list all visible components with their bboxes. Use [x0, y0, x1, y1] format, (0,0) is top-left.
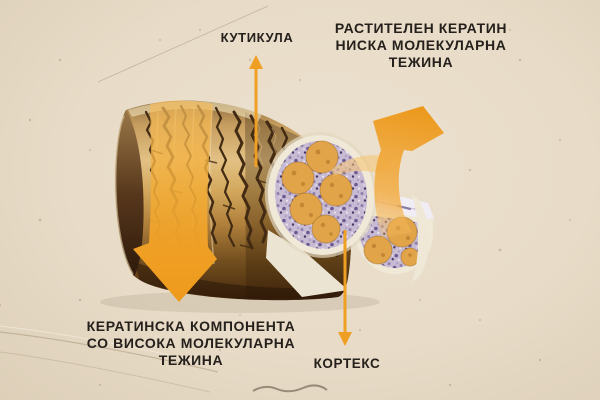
cuticle-curl-right — [412, 195, 429, 282]
label-plant-keratin: РАСТИТЕЛЕН КЕРАТИН НИСКА МОЛЕКУЛАРНА ТЕЖ… — [335, 20, 507, 71]
label-plant-keratin-line2: НИСКА МОЛЕКУЛАРНА — [335, 37, 507, 53]
arrow-up-plant-keratin — [330, 106, 444, 238]
label-keratin-component-line3: ТЕЖИНА — [158, 352, 224, 368]
cortex-cells — [281, 140, 353, 244]
cuticle-pointer-arrow — [249, 55, 263, 167]
arrow-down-keratin-component — [133, 100, 217, 302]
label-keratin-component-line2: СО ВИСОКА МОЛЕКУЛАРНА — [86, 335, 296, 351]
label-plant-keratin-line3: ТЕЖИНА — [388, 54, 454, 70]
cortex-pointer-arrow — [338, 230, 352, 346]
label-keratin-component-line1: КЕРАТИНСКА КОМПОНЕНТА — [86, 318, 296, 334]
label-cortex: КОРТЕКС — [313, 356, 381, 371]
cuticle-peel-edge — [266, 230, 348, 297]
label-plant-keratin-line1: РАСТИТЕЛЕН КЕРАТИН — [334, 20, 508, 36]
paper-texture — [0, 5, 571, 393]
label-cuticle: КУТИКУЛА — [220, 30, 294, 45]
label-keratin-component: КЕРАТИНСКА КОМПОНЕНТА СО ВИСОКА МОЛЕКУЛА… — [87, 318, 296, 369]
hair-cut-end-left — [115, 110, 144, 276]
